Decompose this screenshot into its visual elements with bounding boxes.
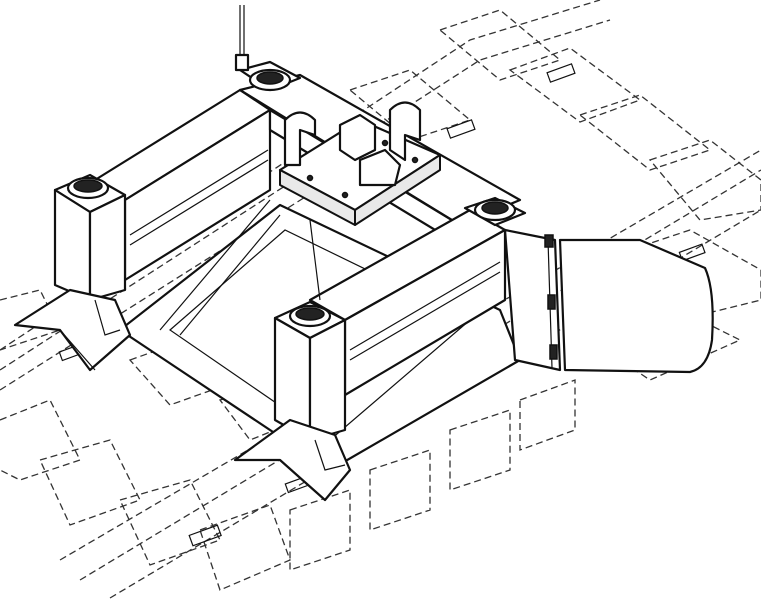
pillar-rear-left — [13, 173, 132, 372]
buffer-pad — [558, 238, 714, 374]
buffer-stop-frame — [13, 5, 714, 502]
pillar-front-left — [233, 300, 352, 502]
pillar-rear-top — [234, 5, 302, 92]
rail-clips — [58, 63, 706, 547]
coupling-hook-left — [283, 111, 317, 167]
coupling-hook-right — [388, 101, 422, 162]
diagonal-brace — [159, 199, 271, 331]
pillar-front-top — [463, 196, 527, 227]
buffer-beam — [503, 228, 562, 372]
